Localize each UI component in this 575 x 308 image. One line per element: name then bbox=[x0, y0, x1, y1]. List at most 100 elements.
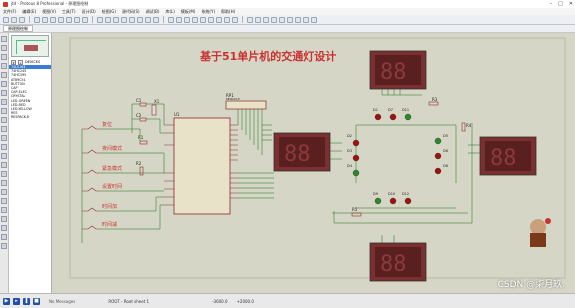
arc-mode-icon[interactable] bbox=[1, 189, 7, 195]
rotate-icon[interactable] bbox=[1, 234, 7, 240]
menu-system[interactable]: 系统(Y) bbox=[201, 8, 216, 14]
search-icon[interactable] bbox=[287, 16, 293, 23]
graph-mode-icon[interactable] bbox=[1, 117, 7, 123]
list-item[interactable]: LED-RED bbox=[11, 102, 26, 107]
menu-help[interactable]: 帮助(H) bbox=[221, 8, 236, 14]
virtual-instrument-icon[interactable] bbox=[1, 153, 7, 159]
pause-button[interactable]: ❚ bbox=[23, 297, 30, 305]
list-item[interactable]: BUTTON bbox=[11, 81, 25, 86]
menu-library[interactable]: 库(L) bbox=[165, 8, 175, 14]
menu-file[interactable]: 文件(F) bbox=[3, 8, 17, 14]
new-file-icon[interactable] bbox=[3, 16, 9, 23]
schematic-icon[interactable] bbox=[42, 16, 48, 23]
origin-icon[interactable] bbox=[113, 16, 119, 23]
wire-label-mode-icon[interactable] bbox=[1, 63, 7, 69]
zoom-area-icon[interactable] bbox=[153, 16, 159, 23]
menu-design[interactable]: 设计(D) bbox=[81, 8, 96, 14]
list-item[interactable]: 74HC595 bbox=[11, 73, 27, 78]
subcircuit-mode-icon[interactable] bbox=[1, 90, 7, 96]
menu-template[interactable]: 模板(M) bbox=[180, 8, 196, 14]
minimize-button[interactable]: – bbox=[549, 1, 553, 7]
text-mode-icon[interactable] bbox=[1, 207, 7, 213]
list-item[interactable]: LED-GREEN bbox=[11, 98, 31, 103]
menu-graph[interactable]: 绘图(G) bbox=[101, 8, 116, 14]
marker-mode-icon[interactable] bbox=[1, 225, 7, 231]
list-item[interactable]: CAP bbox=[11, 85, 18, 90]
voltage-probe-icon[interactable] bbox=[1, 144, 7, 150]
decompose-icon[interactable] bbox=[271, 16, 277, 23]
zoom-all-icon[interactable] bbox=[145, 16, 151, 23]
zoom-in-icon[interactable] bbox=[129, 16, 135, 23]
redo-icon[interactable] bbox=[176, 16, 182, 23]
paste-icon[interactable] bbox=[200, 16, 206, 23]
gerber-icon[interactable] bbox=[66, 16, 72, 23]
circle-mode-icon[interactable] bbox=[1, 180, 7, 186]
overview-preview[interactable] bbox=[11, 35, 49, 57]
block-rotate-icon[interactable] bbox=[224, 16, 230, 23]
r5-label: R5 bbox=[352, 207, 358, 212]
zoom-out-icon[interactable] bbox=[137, 16, 143, 23]
list-item[interactable]: RES bbox=[11, 111, 18, 116]
packaging-icon[interactable] bbox=[263, 16, 269, 23]
symbol-mode-icon[interactable] bbox=[1, 216, 7, 222]
menu-view[interactable]: 视图(V) bbox=[42, 8, 56, 14]
stop-button[interactable]: ■ bbox=[33, 297, 40, 305]
device-pins-mode-icon[interactable] bbox=[1, 108, 7, 114]
pick-device-button[interactable]: P bbox=[11, 59, 16, 65]
pick-device-icon[interactable] bbox=[247, 16, 253, 23]
selection-mode-icon[interactable] bbox=[1, 36, 7, 42]
netlist-icon[interactable] bbox=[303, 16, 309, 23]
close-button[interactable]: ✕ bbox=[568, 1, 573, 7]
list-item[interactable]: LED-YELLOW bbox=[11, 106, 32, 111]
make-device-icon[interactable] bbox=[255, 16, 261, 23]
menu-source[interactable]: 源代码(S) bbox=[121, 8, 140, 14]
bom-icon[interactable] bbox=[74, 16, 80, 23]
copy-icon[interactable] bbox=[192, 16, 198, 23]
source-code-icon[interactable] bbox=[82, 16, 88, 23]
generator-mode-icon[interactable] bbox=[1, 135, 7, 141]
property-assign-icon[interactable] bbox=[295, 16, 301, 23]
box-mode-icon[interactable] bbox=[1, 171, 7, 177]
library-manager-button[interactable]: L bbox=[18, 59, 23, 65]
block-copy-icon[interactable] bbox=[208, 16, 214, 23]
block-delete-icon[interactable] bbox=[232, 16, 238, 23]
list-item[interactable]: CRYSTAL bbox=[11, 94, 26, 99]
cut-icon[interactable] bbox=[184, 16, 190, 23]
list-item[interactable]: AT89C51 bbox=[11, 77, 26, 82]
schematic-canvas[interactable]: 基于51单片机的交通灯设计 U1 RP1 RESPACK-8 bbox=[52, 33, 575, 293]
junction-mode-icon[interactable] bbox=[1, 54, 7, 60]
pcb-icon[interactable] bbox=[50, 16, 56, 23]
home-icon[interactable] bbox=[34, 16, 40, 23]
tape-recorder-mode-icon[interactable] bbox=[1, 126, 7, 132]
tab-schematic[interactable]: 原理图绘制 bbox=[3, 25, 33, 32]
mirror-icon[interactable] bbox=[1, 243, 7, 249]
path-mode-icon[interactable] bbox=[1, 198, 7, 204]
messages-status[interactable]: No Messages bbox=[49, 298, 76, 304]
line-mode-icon[interactable] bbox=[1, 162, 7, 168]
maximize-button[interactable]: □ bbox=[558, 1, 563, 7]
electrical-check-icon[interactable] bbox=[311, 16, 317, 23]
list-item[interactable]: CAP-ELEC bbox=[11, 90, 27, 95]
3d-icon[interactable] bbox=[58, 16, 64, 23]
menu-debug[interactable]: 调试(B) bbox=[145, 8, 160, 14]
block-move-icon[interactable] bbox=[216, 16, 222, 23]
bus-mode-icon[interactable] bbox=[1, 81, 7, 87]
open-file-icon[interactable] bbox=[11, 16, 17, 23]
step-button[interactable]: ▸ bbox=[13, 297, 20, 305]
list-item[interactable]: 74HC245 bbox=[11, 69, 27, 74]
list-item[interactable]: RESPACK-8 bbox=[11, 115, 29, 120]
menu-edit[interactable]: 编辑(E) bbox=[22, 8, 37, 14]
wire-autorouter-icon[interactable] bbox=[279, 16, 285, 23]
undo-icon[interactable] bbox=[168, 16, 174, 23]
play-button[interactable]: ▶ bbox=[3, 297, 10, 305]
terminals-mode-icon[interactable] bbox=[1, 99, 7, 105]
save-icon[interactable] bbox=[19, 16, 25, 23]
grid-icon[interactable] bbox=[105, 16, 111, 23]
text-script-mode-icon[interactable] bbox=[1, 72, 7, 78]
pan-icon[interactable] bbox=[121, 16, 127, 23]
list-item[interactable]: 74LS164 bbox=[9, 65, 51, 70]
menu-tools[interactable]: 工具(T) bbox=[61, 8, 76, 14]
refresh-icon[interactable] bbox=[97, 16, 103, 23]
component-mode-icon[interactable] bbox=[1, 45, 7, 51]
schematic-drawing[interactable]: 基于51单片机的交通灯设计 U1 RP1 RESPACK-8 bbox=[52, 33, 575, 293]
